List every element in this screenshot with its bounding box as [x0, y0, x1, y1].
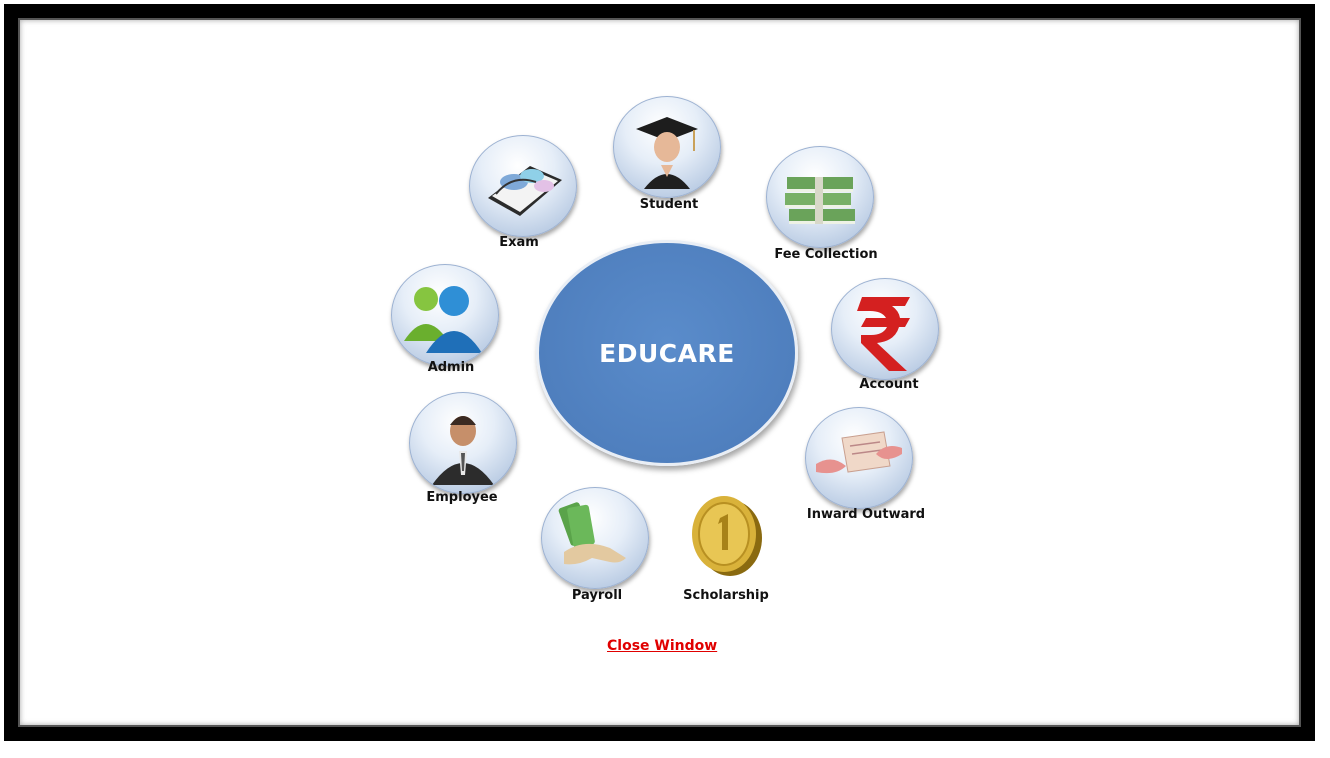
module-label: Scholarship	[683, 588, 769, 603]
graduate-icon	[613, 96, 721, 198]
module-label: Student	[639, 197, 699, 212]
module-label: Employee	[426, 490, 498, 505]
cash-hand-icon	[541, 487, 649, 589]
close-window-link[interactable]: Close Window	[607, 638, 718, 654]
module-label: Account	[859, 377, 919, 392]
module-label: Payroll	[571, 588, 623, 603]
module-label: Exam	[499, 235, 539, 250]
module-label: Admin	[427, 360, 475, 375]
hub-title: EDUCARE	[599, 338, 735, 368]
exam-writing-icon	[469, 135, 577, 237]
money-stack-icon	[766, 146, 874, 248]
cheque-handover-icon	[805, 407, 913, 509]
module-label: Inward Outward	[806, 507, 926, 522]
page-bottom-strip	[0, 741, 1330, 758]
educare-hub: EDUCARE	[536, 240, 798, 466]
rupee-icon	[831, 278, 939, 380]
users-icon	[391, 264, 499, 366]
gold-coin-icon	[686, 492, 766, 578]
businessman-icon	[409, 392, 517, 494]
module-label: Fee Collection	[774, 247, 878, 262]
